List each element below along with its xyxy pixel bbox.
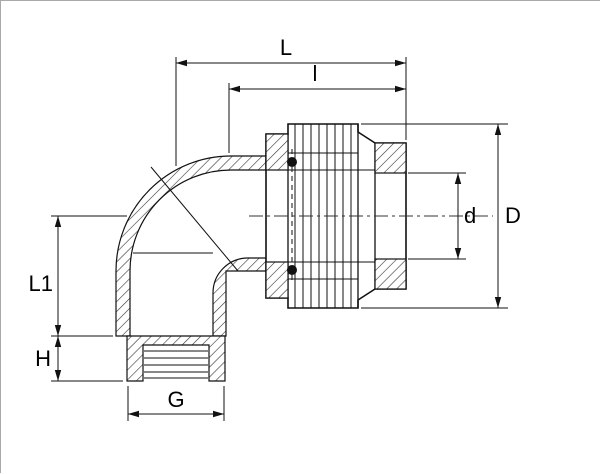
dimension-D: D	[361, 123, 521, 309]
elbow-outer-wall	[115, 155, 267, 337]
dimension-L1: L1	[29, 215, 127, 337]
dimension-label-L: L	[280, 35, 292, 60]
elbow-body	[115, 155, 267, 337]
dimension-d: d	[408, 172, 476, 260]
thread-lines	[144, 350, 208, 379]
nut-end-section-bottom	[374, 258, 407, 290]
elbow-inner-wall	[212, 257, 267, 337]
nut-end-section-top	[374, 142, 407, 174]
dimension-label-G: G	[167, 387, 184, 412]
female-thread-section	[126, 335, 226, 382]
oring-dot-bottom	[287, 265, 297, 275]
dimension-label-d: d	[464, 203, 476, 228]
dimension-l: l	[228, 61, 406, 153]
thread-wall	[126, 335, 226, 382]
collar-section-bottom	[265, 261, 289, 299]
dimension-label-D: D	[505, 203, 521, 228]
miter-line	[150, 166, 239, 272]
dimension-L: L	[175, 35, 407, 166]
dimensions: L l D d L	[29, 35, 521, 421]
dimension-G: G	[127, 386, 225, 421]
dimension-H: H	[35, 336, 123, 382]
oring-dot-top	[287, 157, 297, 167]
dimension-label-L1: L1	[29, 271, 53, 296]
dimension-label-l: l	[313, 61, 318, 86]
dimension-label-H: H	[35, 346, 51, 371]
collar-section-top	[265, 133, 289, 171]
